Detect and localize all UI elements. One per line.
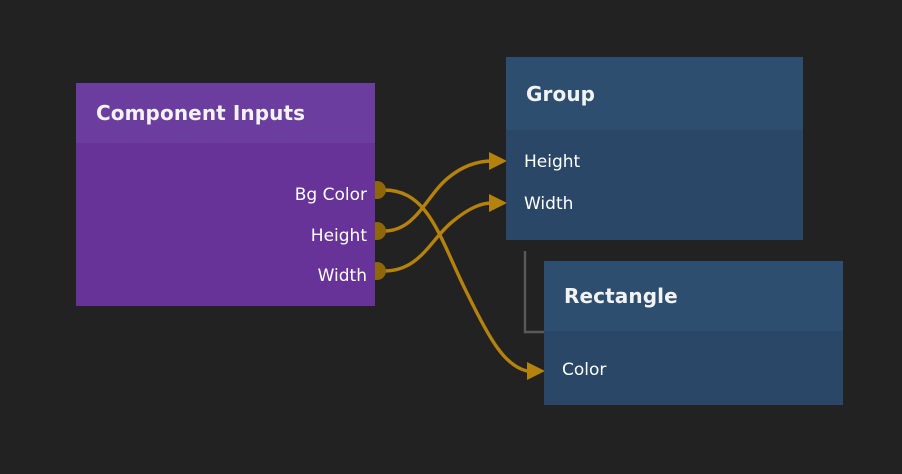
node-component-inputs-title: Component Inputs	[96, 101, 306, 125]
port-group-height-label: Height	[524, 152, 581, 172]
node-rectangle[interactable]: Rectangle Color	[544, 261, 843, 405]
port-height-label: Height	[310, 226, 367, 246]
node-group-header[interactable]: Group	[506, 57, 803, 130]
port-width[interactable]: Width	[318, 264, 367, 288]
port-width-label: Width	[317, 266, 367, 286]
edge-height-to-height[interactable]	[382, 159, 494, 233]
port-group-width-label: Width	[524, 194, 574, 214]
node-component-inputs-header[interactable]: Component Inputs	[76, 83, 375, 143]
port-rectangle-color-label: Color	[562, 360, 607, 380]
edge-width-to-width[interactable]	[382, 201, 494, 273]
port-bg-color-label: Bg Color	[294, 185, 367, 205]
port-height[interactable]: Height	[311, 224, 367, 248]
node-group-title: Group	[526, 81, 596, 106]
port-group-width[interactable]: Width	[524, 192, 573, 216]
node-group-body: Height Width	[506, 130, 803, 240]
node-rectangle-header[interactable]: Rectangle	[544, 261, 843, 331]
node-rectangle-title: Rectangle	[564, 284, 678, 308]
arrowhead-group-width	[489, 194, 507, 212]
node-rectangle-body: Color	[544, 331, 843, 405]
node-component-inputs[interactable]: Component Inputs Bg Color Height Width	[76, 83, 375, 306]
arrowhead-rectangle-color	[527, 362, 545, 380]
port-bg-color[interactable]: Bg Color	[295, 183, 367, 207]
port-rectangle-color[interactable]: Color	[562, 358, 606, 382]
port-group-height[interactable]: Height	[524, 150, 580, 174]
node-group[interactable]: Group Height Width	[506, 57, 803, 240]
node-component-inputs-body: Bg Color Height Width	[76, 143, 375, 306]
arrowhead-group-height	[489, 152, 507, 170]
hierarchy-bracket	[523, 251, 545, 334]
